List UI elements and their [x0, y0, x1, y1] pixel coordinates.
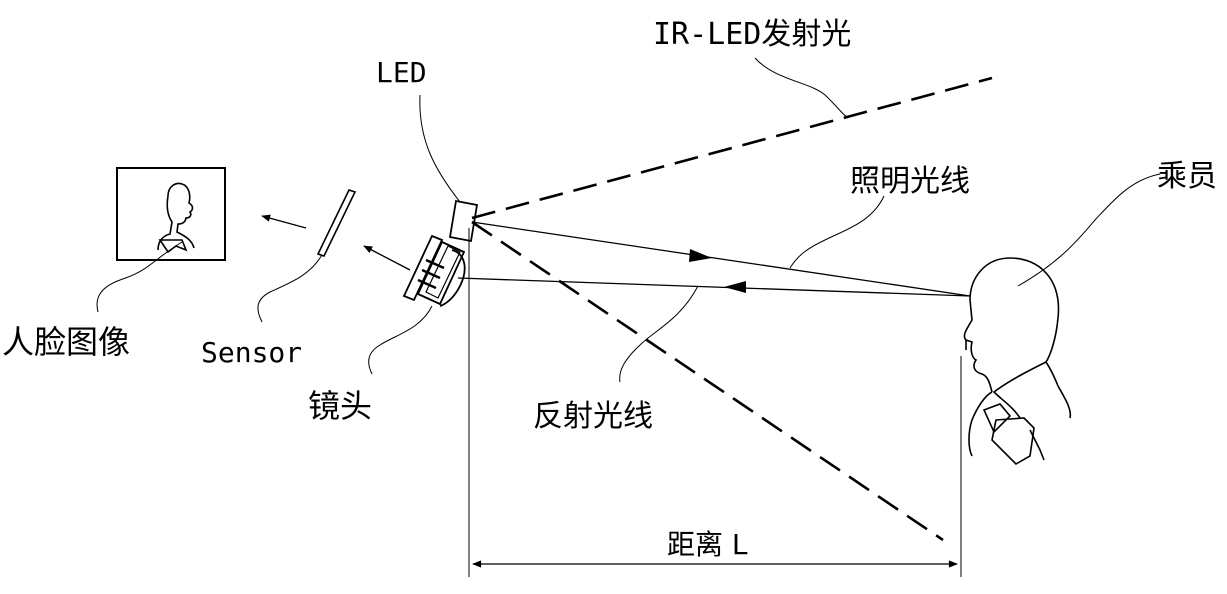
reflected-ray-arrowhead — [724, 281, 746, 293]
label-reflected-ray: 反射光线 — [533, 399, 653, 434]
label-led: LED — [376, 56, 427, 89]
sensor-leader — [257, 254, 323, 323]
reflected-leader — [619, 285, 699, 383]
illumination-leader — [789, 195, 885, 269]
lens-leader — [368, 305, 433, 375]
face-image-leader — [96, 241, 183, 313]
label-illumination-ray: 照明光线 — [850, 164, 970, 199]
lens-to-sensor-arrow — [363, 245, 411, 271]
label-ir-led-light: IR-LED发射光 — [653, 17, 851, 52]
led-body — [448, 199, 479, 243]
label-distance: 距离 L — [667, 528, 748, 561]
passenger-leader — [1017, 173, 1161, 287]
illumination-ray-arrowhead — [689, 249, 712, 262]
sensor-to-image-arrow — [261, 214, 307, 229]
lens-assembly — [402, 234, 466, 307]
ir-led-beam-lower — [471, 220, 944, 542]
face-image-frame — [116, 167, 226, 261]
reflected-ray — [457, 277, 971, 297]
led-leader — [419, 94, 461, 203]
sensor-plate — [316, 189, 357, 257]
ir-led-leader — [754, 57, 849, 119]
passenger-figure — [963, 257, 1072, 465]
label-lens: 镜头 — [308, 387, 372, 425]
label-sensor: Sensor — [201, 336, 302, 369]
label-passenger: 乘员 — [1157, 159, 1217, 194]
illumination-ray — [471, 221, 971, 297]
label-face-image: 人脸图像 — [2, 323, 130, 361]
ir-led-beam-upper — [471, 76, 993, 220]
